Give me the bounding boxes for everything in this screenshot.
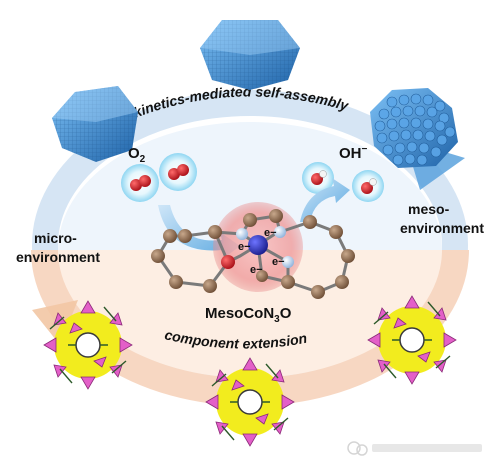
mof-cluster-icon-right <box>367 295 457 385</box>
crystal-icon-left <box>52 86 138 162</box>
oh-out-arrow <box>300 178 350 222</box>
crystal-icon-top <box>200 20 300 90</box>
electron-label-4: e− <box>272 256 285 268</box>
mof-cluster-icon-left <box>43 300 133 390</box>
cobalt-atom <box>248 235 268 255</box>
oh-label: OH− <box>339 144 368 162</box>
compound-label: MesoCoN3O <box>205 305 292 325</box>
mof-cluster-icon-middle <box>205 357 295 447</box>
molecule-structure: e− e− e− e− <box>151 202 355 299</box>
nitrogen-atom-2 <box>274 226 286 238</box>
electron-label-2: e− <box>264 227 277 239</box>
o2-label: O2 <box>128 145 146 165</box>
meso-label-2: environment <box>400 220 484 236</box>
oh-molecule-icon <box>302 162 384 202</box>
meso-label-1: meso- <box>408 201 450 217</box>
oxygen-atom <box>221 255 235 269</box>
nitrogen-atom-3 <box>282 256 294 268</box>
upper-fill <box>58 122 442 250</box>
micro-label-1: micro- <box>34 230 77 246</box>
crystal-icon-right <box>370 88 458 168</box>
electron-label-1: e− <box>238 241 251 253</box>
nitrogen-atom-1 <box>236 228 248 240</box>
micro-label-2: environment <box>16 249 100 265</box>
carbon-atoms <box>151 209 355 299</box>
o2-molecule-icon <box>121 153 197 202</box>
watermark-icon <box>347 441 482 456</box>
electron-label-3: e− <box>250 264 263 276</box>
